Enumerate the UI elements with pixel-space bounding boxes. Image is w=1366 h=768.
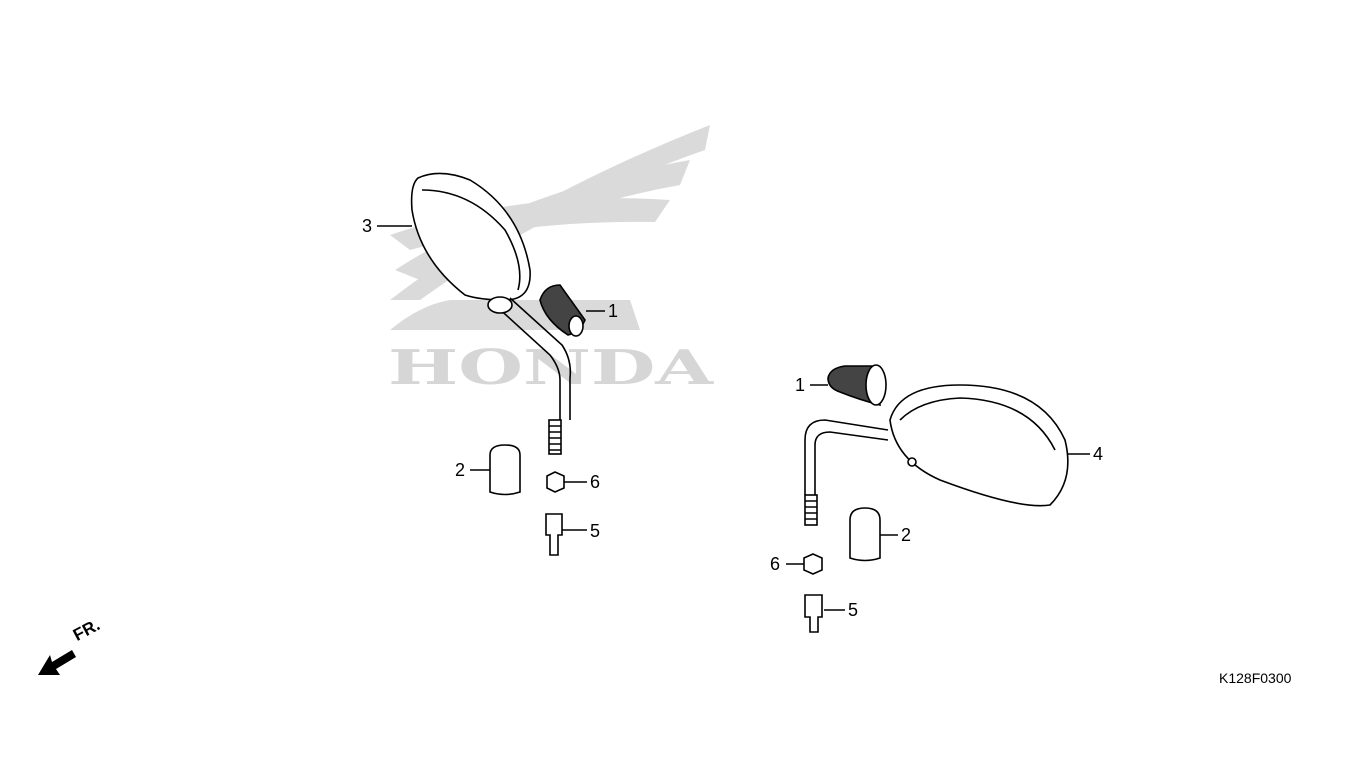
left-nut — [546, 471, 565, 493]
left-mirror-assembly — [377, 172, 605, 556]
callout-left-6: 6 — [590, 472, 601, 492]
callout-right-5: 5 — [848, 600, 859, 620]
callout-left-2: 2 — [455, 460, 466, 480]
right-mirror-head — [889, 384, 1069, 507]
right-mirror-assembly — [786, 364, 1090, 633]
callout-right-1: 1 — [795, 375, 806, 395]
left-thread — [548, 419, 562, 455]
callout-right-2: 2 — [901, 525, 912, 545]
callout-left-3: 3 — [362, 216, 373, 236]
callout-left-1: 1 — [608, 301, 619, 321]
right-nut — [803, 553, 823, 575]
right-bolt — [804, 594, 823, 633]
left-cap — [489, 444, 521, 496]
arrow-down-left-icon — [38, 650, 76, 675]
callout-left-5: 5 — [590, 521, 601, 541]
right-cap — [849, 507, 881, 562]
right-thread — [804, 494, 818, 526]
honda-logo-text: HONDA — [388, 340, 714, 396]
right-mirror-stem — [804, 419, 889, 495]
callout-right-4: 4 — [1093, 444, 1104, 464]
diagram-code: K128F0300 — [1219, 670, 1292, 686]
left-bolt — [545, 513, 563, 556]
callout-right-6: 6 — [770, 554, 781, 574]
left-mirror-stem — [494, 297, 572, 420]
